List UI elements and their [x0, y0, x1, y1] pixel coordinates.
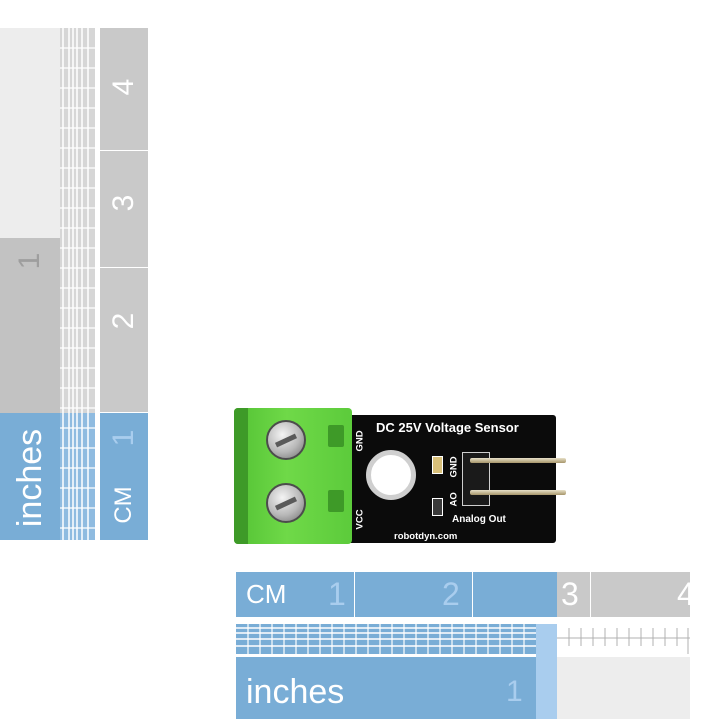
vertical-inches-label: inches [11, 428, 49, 528]
vertical-cm-label: CM [110, 486, 137, 524]
vertical-cm-number-2: 2 [107, 312, 140, 330]
vertical-cm-divider [100, 412, 148, 413]
gnd-input-label: GND [354, 430, 366, 452]
horizontal-cm-scale: 3 4 [557, 572, 695, 617]
screw-icon [266, 483, 306, 523]
horizontal-cm-number-1: 1 [328, 576, 346, 612]
horizontal-inch-scale [557, 657, 690, 719]
vertical-inch-scale-highlight: inches [0, 413, 60, 540]
horizontal-cm-number-2: 2 [442, 576, 460, 612]
vertical-inch-scale-middle: 1 [0, 238, 60, 413]
vertical-cm-number-3: 3 [107, 194, 140, 212]
header-pin [470, 458, 566, 463]
horizontal-cm-label: CM [246, 579, 287, 609]
gnd-output-label: GND [448, 456, 460, 478]
header-pin [470, 490, 566, 495]
mounting-hole [366, 450, 416, 500]
horizontal-inch-number-1: 1 [506, 675, 523, 708]
analog-out-label: Analog Out [452, 514, 506, 525]
vertical-cm-number-4: 4 [107, 78, 140, 96]
horizontal-inch-edge [536, 624, 557, 719]
resistor-icon [432, 456, 443, 474]
vertical-tick-marks [60, 28, 95, 540]
vcc-input-label: VCC [354, 509, 366, 530]
resistor-icon [432, 498, 443, 516]
horizontal-cm-divider [590, 572, 591, 617]
terminal-notch [328, 490, 344, 512]
vertical-inch-number-1: 1 [13, 252, 46, 270]
vertical-cm-scale-highlight: 1 CM [100, 413, 148, 540]
horizontal-cm-number-4: 4 [677, 576, 695, 612]
horizontal-inch-scale-highlight: inches 1 [236, 657, 536, 719]
screw-terminal-side [234, 408, 248, 544]
horizontal-cm-number-3: 3 [561, 576, 579, 612]
website-label: robotdyn.com [394, 531, 458, 542]
terminal-notch [328, 425, 344, 447]
horizontal-inches-label: inches [246, 673, 345, 711]
vertical-cm-divider [100, 267, 148, 268]
horizontal-tick-marks [236, 624, 690, 654]
screw-slot [274, 496, 298, 511]
horizontal-cm-divider [354, 572, 355, 617]
vertical-cm-number-1: 1 [107, 429, 140, 447]
module-title: DC 25V Voltage Sensor [376, 420, 519, 435]
ao-output-label: AO [448, 492, 460, 507]
vertical-cm-divider [100, 150, 148, 151]
vertical-inch-scale-upper [0, 28, 60, 238]
horizontal-cm-scale-highlight: CM 1 2 [236, 572, 557, 617]
horizontal-cm-divider [472, 572, 473, 617]
screw-icon [266, 420, 306, 460]
vertical-cm-scale: 4 3 2 [100, 28, 148, 413]
screw-slot [274, 433, 298, 448]
